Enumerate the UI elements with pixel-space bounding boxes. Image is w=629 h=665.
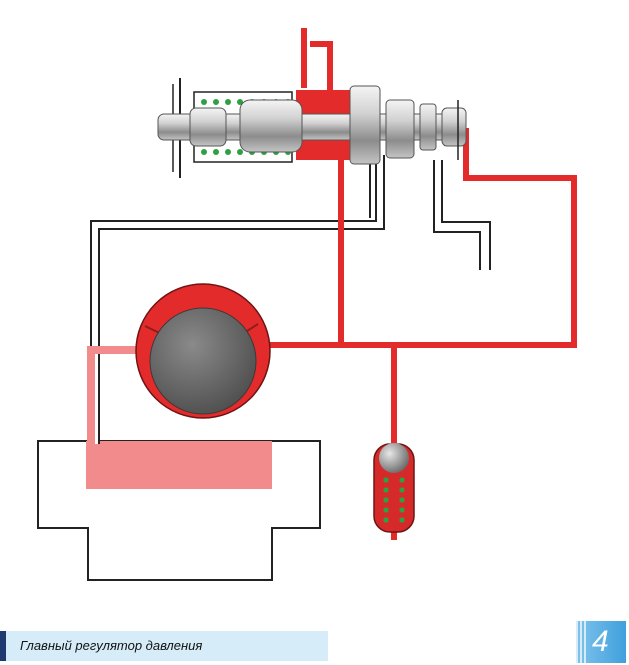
pump-rotor — [149, 307, 257, 415]
valve-spool — [157, 85, 467, 165]
caption-bar: Главный регулятор давления — [0, 631, 328, 661]
oil-pump-icon — [135, 283, 271, 419]
hydraulic-diagram — [37, 28, 577, 581]
page-number-badge: 4 — [576, 621, 626, 663]
figure-caption: Главный регулятор давления — [20, 638, 203, 653]
oil-sump-icon — [37, 440, 321, 581]
return-line — [90, 155, 385, 444]
page-number: 4 — [592, 625, 609, 658]
pressure-relief-ball-valve-icon — [373, 443, 415, 533]
relief-spring-icon — [383, 477, 405, 523]
badge-stripes — [576, 621, 586, 663]
exhaust-ports — [369, 160, 491, 270]
suction-line — [87, 346, 145, 444]
pressure-regulator-valve-icon — [157, 78, 467, 178]
sump-oil — [86, 441, 272, 489]
relief-ball — [379, 443, 409, 473]
